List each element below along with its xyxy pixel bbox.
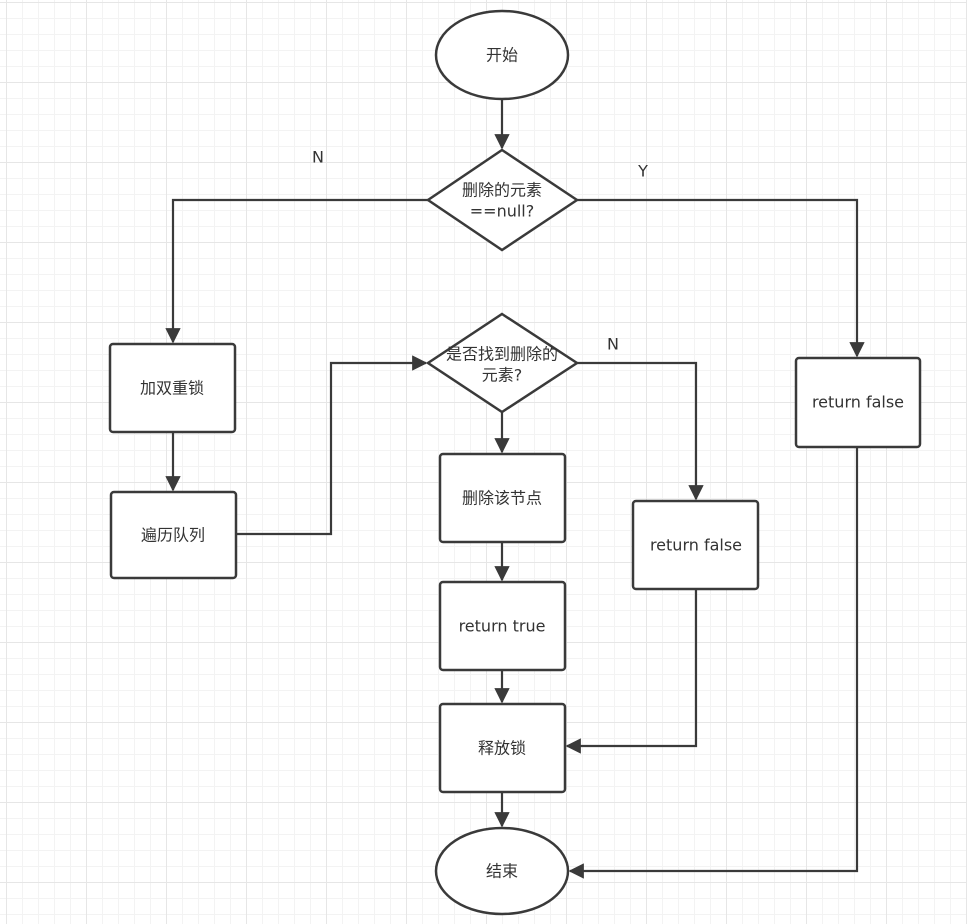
edge-traverse-to-found-check	[236, 355, 428, 536]
node-decision-null: 删除的元素 ==null?	[425, 148, 580, 252]
node-release-lock-label: 释放锁	[478, 739, 526, 758]
node-return-false-right-label: return false	[812, 393, 904, 412]
node-return-false-mid-label: return false	[650, 536, 742, 555]
node-return-false-mid: return false	[631, 499, 760, 591]
edges	[165, 100, 865, 879]
node-decision-null-label-line1: 删除的元素	[462, 181, 542, 200]
edge-found-no-to-return-false	[577, 361, 704, 501]
node-release-lock: 释放锁	[438, 702, 567, 794]
edge-return-false-right-to-end	[568, 447, 859, 879]
node-decision-null-label-line2: ==null?	[470, 202, 534, 221]
node-return-false-right: return false	[794, 356, 922, 449]
node-delete-label: 删除该节点	[462, 489, 542, 508]
node-traverse-queue-label: 遍历队列	[141, 526, 205, 545]
node-start-label: 开始	[486, 46, 518, 65]
node-decision-found-label-line1: 是否找到删除的	[446, 345, 558, 364]
node-end: 结束	[434, 826, 570, 916]
edge-return-false-to-release	[565, 589, 698, 754]
edge-label-null-yes: Y	[637, 162, 648, 181]
node-double-lock-label: 加双重锁	[140, 379, 204, 398]
edge-null-yes-to-return-false	[577, 198, 865, 358]
edge-null-no-to-lock	[165, 198, 428, 344]
node-delete: 删除该节点	[438, 452, 567, 544]
node-decision-found-label-line2: 元素?	[482, 366, 523, 385]
node-double-lock: 加双重锁	[108, 342, 237, 434]
node-return-true-label: return true	[459, 617, 546, 636]
edge-label-found-no: N	[607, 335, 619, 354]
node-end-label: 结束	[486, 862, 518, 881]
node-decision-found: 是否找到删除的 元素?	[425, 312, 580, 414]
edge-label-null-no: N	[312, 148, 324, 167]
node-traverse-queue: 遍历队列	[109, 490, 238, 580]
node-start: 开始	[434, 9, 570, 101]
node-return-true: return true	[438, 580, 567, 672]
